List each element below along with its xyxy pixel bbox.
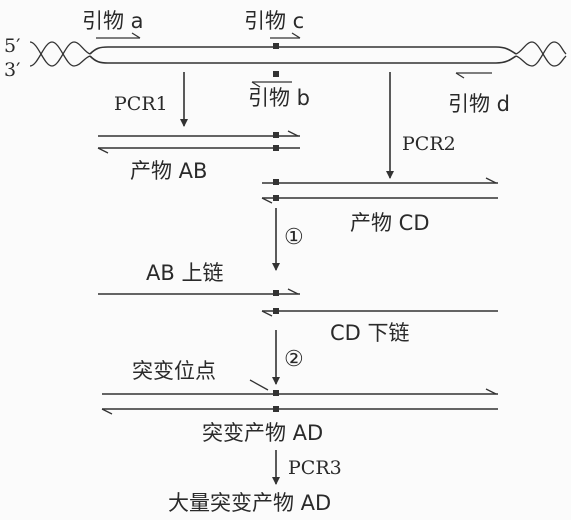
ab-upper-label: AB 上链 — [146, 261, 223, 285]
product-ab-label: 产物 AB — [130, 159, 207, 183]
pcr3-label: PCR3 — [288, 457, 342, 479]
mutant-ad-label: 突变产物 AD — [202, 421, 323, 445]
three-prime-label: 3′ — [4, 59, 20, 81]
mutation-mark — [273, 179, 279, 185]
mutant-ad-bottom-arrowhead — [101, 408, 113, 415]
primer-d-label: 引物 d — [448, 92, 510, 116]
mutation-mark — [273, 43, 279, 49]
primer-d: 引物 d — [448, 72, 510, 116]
cd-lower-strand — [261, 308, 498, 317]
mutation-mark — [273, 195, 279, 201]
primer-c-label: 引物 c — [244, 9, 304, 33]
pcr1-label: PCR1 — [114, 93, 168, 115]
primer-a: 引物 a — [82, 9, 144, 39]
primer-b-label: 引物 b — [248, 86, 310, 110]
product-cd-bottom-arrowhead — [261, 197, 273, 204]
cd-lower-arrowhead — [261, 310, 273, 317]
primer-d-arrowhead — [455, 72, 465, 79]
step2-label: ② — [284, 347, 304, 372]
mutation-mark — [273, 290, 279, 296]
product-ab-bottom-arrowhead — [97, 147, 109, 154]
mutation-mark — [273, 406, 279, 412]
pcr2-label: PCR2 — [402, 133, 456, 155]
primer-b: 引物 b — [248, 81, 310, 110]
left-helix-strand-2 — [29, 41, 91, 67]
mutation-mark — [273, 308, 279, 314]
primer-c: 引物 c — [244, 9, 304, 39]
product-ab — [97, 130, 300, 154]
mutation-site-pointer — [249, 379, 269, 391]
bulk-mutant-ad-label: 大量突变产物 AD — [168, 491, 331, 515]
product-ab-top-arrowhead — [287, 130, 299, 137]
ab-upper-arrowhead — [287, 288, 299, 295]
template-dna — [29, 41, 567, 77]
primer-a-arrowhead — [131, 32, 141, 39]
product-cd-label: 产物 CD — [350, 211, 430, 235]
right-helix-strand-2 — [515, 41, 567, 67]
mutation-mark — [273, 390, 279, 396]
mutant-product-ad — [101, 388, 498, 415]
mutant-ad-top-arrowhead — [485, 388, 497, 395]
primer-b-arrowhead — [251, 81, 261, 88]
primer-c-arrowhead — [291, 32, 301, 39]
template-top-strand — [89, 46, 517, 55]
mutation-mark — [273, 145, 279, 151]
mutation-site-label: 突变位点 — [132, 359, 216, 383]
product-cd-top-arrowhead — [485, 177, 497, 184]
cd-lower-label: CD 下链 — [330, 321, 410, 345]
product-cd — [261, 177, 498, 204]
right-helix-strand-1 — [515, 41, 567, 67]
mutation-mark — [273, 132, 279, 138]
five-prime-label: 5′ — [4, 35, 20, 57]
ab-upper-strand — [98, 288, 300, 296]
step1-label: ① — [284, 225, 304, 250]
template-bottom-strand — [89, 55, 517, 64]
mutation-mark — [273, 71, 279, 77]
primer-a-label: 引物 a — [82, 9, 144, 33]
